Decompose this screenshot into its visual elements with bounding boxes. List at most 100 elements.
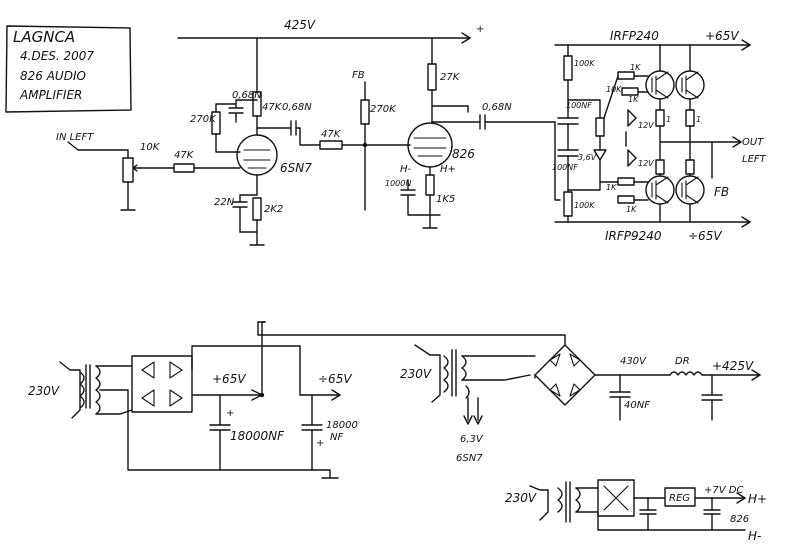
mosfet-bot-2 — [675, 175, 705, 205]
r-1-a-label: 1 — [666, 115, 671, 124]
c-22n — [232, 194, 258, 233]
title-line-3: 826 AUDIO — [20, 69, 86, 83]
psu-hv-heater-arrows — [463, 415, 483, 425]
r-270k-b — [360, 99, 370, 125]
r-1-b-label: 1 — [696, 115, 701, 124]
psu-main-up-wire — [261, 321, 266, 396]
psu-main-c2-1: 18000 — [326, 420, 358, 431]
zener-3v6 — [593, 135, 607, 161]
b-plus-arrow — [461, 32, 471, 44]
r-src-3 — [655, 159, 665, 175]
r-1k-c — [617, 177, 635, 186]
mosfet-bot-2-symbol — [681, 176, 699, 204]
gate-bot-wires — [599, 181, 649, 201]
psu-hv-vout: +425V — [712, 359, 754, 373]
mosfet-top-2 — [675, 70, 705, 100]
psu-main-c2-2: NF — [330, 432, 343, 443]
mosfet-top-drains — [659, 44, 691, 72]
psu-hv-heater-winding — [465, 385, 479, 421]
src-top-wires — [659, 98, 691, 111]
psu-hv-cap — [609, 374, 631, 421]
r-2k2 — [252, 197, 262, 221]
c-1000n-label: 1000N — [385, 179, 411, 188]
mosfet-top-1 — [645, 70, 675, 100]
r-100k-top — [563, 55, 573, 81]
psu-main: 230V +65V ÷65V + 18000NF + 18000 NF — [28, 321, 358, 479]
title-block: LAGNCA 4.DES. 2007 826 AUDIO AMPLIFIER — [5, 25, 132, 113]
pot-ground — [120, 181, 136, 211]
c-22n-label: 22N — [214, 197, 235, 208]
r-src-2 — [685, 109, 695, 127]
psu-fil-vin: 230V — [505, 491, 537, 505]
title-line-1: LAGNCA — [13, 28, 75, 46]
psu-fil-vout: +7V DC — [704, 485, 743, 496]
title-line-2: 4.DES. 2007 — [20, 49, 94, 63]
c-100nf-b-label: 100NF — [552, 163, 578, 172]
tube-826 — [407, 122, 453, 168]
cathode1-ground — [239, 219, 265, 246]
psu-fil-reg: REG — [669, 493, 690, 504]
psu-hv-cap-label: 40NF — [624, 400, 650, 411]
v-pos-label: +65V — [705, 29, 739, 43]
v-12v-a-label: 12V — [638, 121, 654, 130]
v-3v6-label: 3,6V — [578, 153, 597, 162]
c-decoupling — [228, 99, 258, 123]
tube-6sn7-elements — [243, 149, 271, 169]
psu-main-core — [85, 364, 91, 409]
c-100nf-label: 100NF — [566, 101, 592, 110]
r-1k-a — [617, 71, 635, 80]
r-1k5-label: 1K5 — [436, 194, 455, 205]
pot-wiper — [132, 164, 141, 172]
mos-bot-label: IRFP9240 — [605, 229, 662, 243]
r-100k-top-label: 100K — [574, 59, 595, 68]
h-plus-label: H+ — [440, 164, 456, 175]
r-1k-d-label: 1K — [626, 205, 637, 214]
tube2-label: 826 — [452, 147, 475, 161]
psu-main-cap2 — [301, 394, 323, 471]
psu-hv-bridge — [534, 344, 596, 406]
psu-fil-mains — [529, 485, 549, 521]
zener-12v-b — [627, 149, 637, 167]
r-1k-c-label: 1K — [606, 183, 617, 192]
psu-hv-mains — [414, 344, 441, 403]
tube-826-elements — [413, 137, 447, 157]
fb-out-label: FB — [714, 185, 729, 199]
psu-hv-choke — [669, 371, 703, 376]
v-neg-label: ÷65V — [688, 229, 722, 243]
psu-fil-bridge-x — [603, 485, 629, 511]
h-minus-label: H- — [400, 164, 412, 175]
src-bot-wires — [659, 173, 691, 177]
psu-hv-diodes — [549, 353, 581, 397]
psu-fil-hplus: H+ — [748, 492, 767, 506]
psu-main-plus-a: + — [226, 408, 234, 419]
psu-main-primary — [79, 371, 85, 409]
psu-fil-reg-box — [664, 487, 696, 507]
r-1k-b-label: 1K — [628, 95, 639, 104]
psu-hv-out-arrow — [751, 369, 761, 381]
psu-main-secondary — [95, 365, 101, 415]
bias-caps — [557, 79, 579, 193]
psu-hv-cap2 — [701, 374, 723, 421]
r-270k-a-wire — [215, 133, 241, 153]
r-47k-grid-label: 47K — [321, 129, 342, 140]
c-068-c-label: 0,68N — [482, 102, 512, 113]
psu-hv-vin: 230V — [400, 367, 432, 381]
r-1k5 — [425, 174, 435, 196]
r-27k-label: 27K — [440, 72, 461, 83]
psu-hv-core — [451, 349, 457, 397]
psu-main-neg-arrow — [331, 389, 341, 401]
mosfet-bot-1-symbol — [651, 176, 669, 204]
psu-main-vneg: ÷65V — [318, 372, 352, 386]
out-label: OUT — [742, 137, 764, 148]
cathode2-ground — [419, 194, 441, 229]
c-1000n — [400, 179, 421, 216]
psu-hv-primary — [443, 355, 449, 393]
psu-main-vpos: +65V — [212, 372, 246, 386]
input-label: IN LEFT — [56, 132, 94, 143]
r-100k-bot — [563, 191, 573, 217]
bias-top-wire — [567, 99, 601, 119]
psu-fil-return — [597, 511, 746, 531]
psu-fil-cap2 — [703, 497, 721, 531]
r-270k-b-label: 270K — [370, 104, 397, 115]
